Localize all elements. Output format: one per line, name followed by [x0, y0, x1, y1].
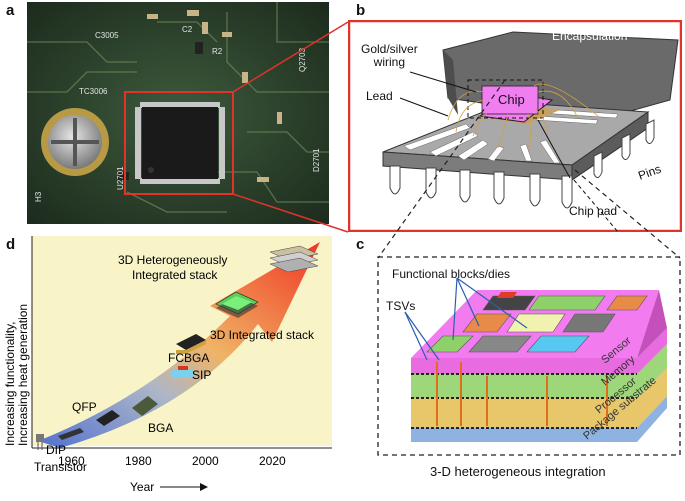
pcb-photo: C3005 C2 R2 TC3006 U2701 H3 Q2703 D2701: [27, 2, 329, 224]
dip-icon: [58, 428, 84, 440]
sip-icon: [176, 334, 206, 350]
panel-d-letter: d: [6, 236, 16, 253]
wiring-line-2: wiring: [373, 55, 406, 69]
pcb-label-r2: R2: [212, 47, 223, 56]
stage-qfp: QFP: [72, 400, 97, 414]
wiring-line-1: Gold/silver: [361, 42, 418, 56]
y-axis-label-line-2: Increasing heat generation: [16, 304, 30, 446]
panel-b-letter: b: [356, 2, 366, 19]
stage-3d-heterogeneous-line-1: 3D Heterogeneously: [118, 253, 227, 267]
pcb-label-h3: H3: [34, 191, 43, 202]
gold-silver-wiring-label: Gold/silver wiring: [361, 43, 418, 69]
stage-3d-integrated-stack: 3D Integrated stack: [210, 328, 315, 342]
bga-icon: [132, 396, 158, 416]
heterogeneous-stack-diagram: Sensor Memory Processor Package substrat…: [377, 256, 681, 456]
functional-blocks-label: Functional blocks/dies: [392, 267, 511, 281]
stage-bga: BGA: [148, 421, 173, 435]
stage-dip: DIP: [46, 443, 66, 457]
xtick-2000: 2000: [192, 454, 219, 468]
package-diagram: Encapsulation Chip Pins: [348, 20, 682, 232]
fcbga-icon: [172, 370, 194, 378]
stage-3d-heterogeneous-line-2: Integrated stack: [132, 268, 218, 282]
pcb-label-tc3006: TC3006: [79, 87, 108, 96]
pcb-label-d2701: D2701: [312, 148, 321, 172]
stage-fcbga: FCBGA: [168, 351, 209, 365]
panel-c-letter: c: [356, 236, 365, 253]
tsvs-label: TSVs: [386, 299, 416, 313]
pcb-label-q2703: Q2703: [298, 47, 307, 72]
pcb-label-c2: C2: [182, 25, 193, 34]
evolution-chart: 1960 1980 2000 2020 Year Increasing func…: [3, 236, 332, 494]
x-axis-label: Year: [130, 480, 154, 494]
chip-label: Chip: [498, 92, 525, 107]
pcb-label-c3005: C3005: [95, 31, 119, 40]
chip-pad-label: Chip pad: [569, 204, 618, 218]
panel-c-caption: 3-D heterogeneous integration: [430, 464, 606, 479]
y-axis-label-line-1: Increasing functionality,: [3, 321, 17, 446]
encapsulation-label: Encapsulation: [552, 29, 627, 43]
lead-label: Lead: [366, 89, 393, 103]
xtick-1980: 1980: [125, 454, 152, 468]
pcb-label-u2701: U2701: [116, 166, 125, 190]
stage-transistor: Transistor: [34, 460, 87, 474]
3d-heterogeneous-stack-icon: [269, 245, 319, 273]
stage-sip: SIP: [192, 368, 211, 382]
panel-a-letter: a: [6, 2, 15, 19]
qfp-icon: [96, 410, 120, 426]
xtick-1960: 1960: [58, 454, 85, 468]
transistor-icon: [36, 434, 44, 450]
3d-integrated-stack-icon: [215, 291, 259, 318]
xtick-2020: 2020: [259, 454, 286, 468]
